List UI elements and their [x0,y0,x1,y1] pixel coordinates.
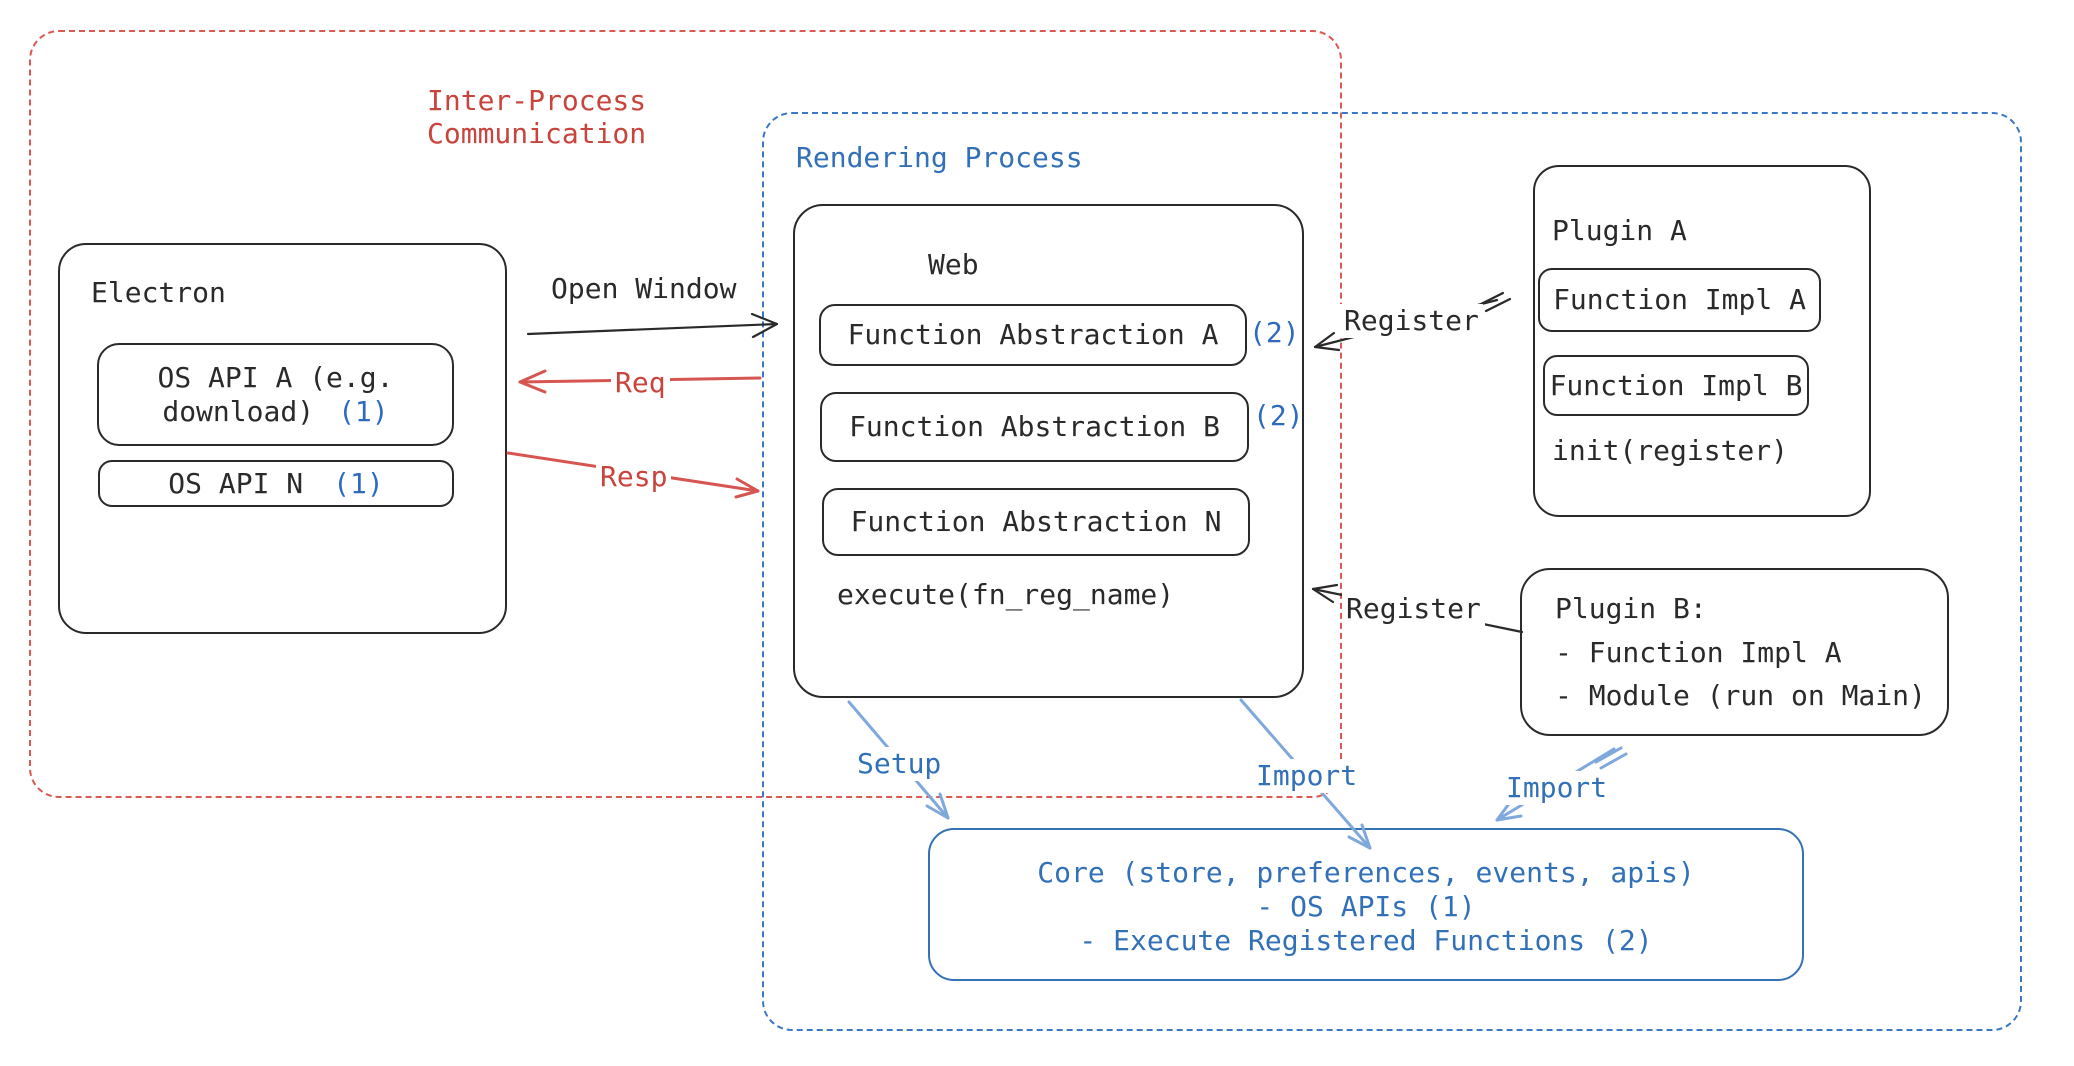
function-abstraction-b-label: Function Abstraction B [849,410,1220,443]
os-api-a-line1: OS API A (e.g. [157,360,394,394]
import-web-label: Import [1252,759,1362,793]
rendering-process-boundary [762,112,2022,1031]
os-api-a-line2-row: download) (1) [162,395,388,429]
register-bottom-label: Register [1342,592,1485,626]
os-api-n-box: OS API N (1) [98,460,454,507]
plugin-a-title: Plugin A [1552,214,1687,247]
plugin-a-init-text: init(register) [1552,434,1789,467]
os-api-a-line2: download) [162,394,315,428]
function-impl-b-box: Function Impl B [1543,355,1809,416]
rendering-process-label: Rendering Process [796,141,1083,174]
os-api-n-badge: (1) [333,466,384,500]
setup-label: Setup [853,747,946,781]
function-abstraction-b-box: Function Abstraction B [820,392,1249,462]
plugin-b-line-1: - Function Impl A [1555,636,1842,669]
function-impl-b-label: Function Impl B [1549,368,1803,402]
web-execute-text: execute(fn_reg_name) [837,578,1175,611]
req-label: Req [611,366,670,400]
core-box: Core (store, preferences, events, apis) … [928,828,1804,981]
ipc-label-line1: Inter-Process [427,84,647,117]
ipc-boundary [29,30,1342,798]
core-line-3: - Execute Registered Functions (2) [1079,923,1653,957]
function-impl-a-label: Function Impl A [1553,283,1806,316]
function-abstraction-n-label: Function Abstraction N [850,505,1222,538]
os-api-a-badge: (1) [338,394,389,428]
function-abstraction-n-box: Function Abstraction N [822,488,1250,556]
plugin-b-title: Plugin B: [1555,592,1707,625]
ipc-label-line2: Communication [427,117,647,150]
function-abstraction-a-label: Function Abstraction A [847,318,1219,351]
plugin-b-line-2: - Module (run on Main) [1555,679,1926,712]
os-api-a-box: OS API A (e.g. download) (1) [97,343,454,446]
plugin-b-box [1520,568,1949,736]
core-line-1: Core (store, preferences, events, apis) [1037,855,1695,889]
web-title: Web [928,248,979,281]
electron-title: Electron [91,276,226,309]
import-plugin-b-label: Import [1502,771,1612,805]
register-top-label: Register [1340,304,1483,338]
function-abstraction-a-box: Function Abstraction A [819,304,1247,366]
function-abstraction-b-badge: (2) [1253,399,1304,432]
os-api-n-label: OS API N [168,466,304,500]
plugin-a-box [1533,165,1871,517]
open-window-label: Open Window [551,272,737,305]
function-abstraction-a-badge: (2) [1249,316,1300,349]
core-line-2: - OS APIs (1) [1256,889,1476,923]
function-impl-a-box: Function Impl A [1538,268,1821,332]
resp-label: Resp [596,460,672,494]
